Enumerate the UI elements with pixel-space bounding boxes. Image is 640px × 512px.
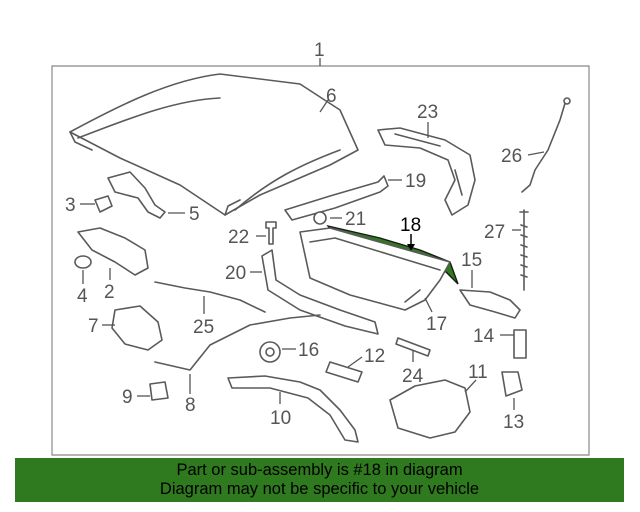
callout-11: 11 xyxy=(468,362,488,383)
part-12-strap[interactable] xyxy=(325,361,363,383)
leader-11 xyxy=(464,379,477,393)
callout-26: 26 xyxy=(501,146,522,167)
part-19-rail[interactable] xyxy=(284,175,389,221)
part-4-grommet[interactable] xyxy=(74,255,92,269)
part-8-cable[interactable] xyxy=(154,314,321,371)
callout-18: 18 xyxy=(400,215,421,236)
arrow-18 xyxy=(407,244,415,251)
callout-14: 14 xyxy=(473,326,495,347)
callout-1: 1 xyxy=(314,40,325,61)
callout-3: 3 xyxy=(65,195,76,216)
callout-16: 16 xyxy=(298,340,319,361)
part-9-clip[interactable] xyxy=(149,381,169,401)
part-11-bracket[interactable] xyxy=(389,379,471,439)
part-7-motor[interactable] xyxy=(111,305,163,351)
callout-20: 20 xyxy=(225,263,246,284)
leader-6 xyxy=(319,99,329,113)
part-20-bracket[interactable] xyxy=(261,249,379,335)
callout-2: 2 xyxy=(104,282,115,303)
callout-6: 6 xyxy=(326,86,337,107)
part-25-cable[interactable] xyxy=(154,281,266,313)
callout-21: 21 xyxy=(345,209,366,230)
part-17-window[interactable] xyxy=(299,227,451,311)
diagram-frame xyxy=(51,65,590,456)
callout-22: 22 xyxy=(228,227,249,248)
part-27-bolt[interactable] xyxy=(519,209,529,291)
banner-line-2: Diagram may not be specific to your vehi… xyxy=(159,480,480,498)
part-5-latch[interactable] xyxy=(107,171,166,219)
callout-4: 4 xyxy=(77,286,88,307)
callout-8: 8 xyxy=(185,395,196,416)
part-23-bracket[interactable] xyxy=(377,127,476,216)
part-22-screw[interactable] xyxy=(265,221,277,245)
part-2-hinge[interactable] xyxy=(77,227,149,276)
part-13-link[interactable] xyxy=(501,371,523,397)
part-15-hinge[interactable] xyxy=(459,289,521,319)
callout-24: 24 xyxy=(402,366,424,387)
callout-9: 9 xyxy=(122,387,133,408)
leader-17 xyxy=(424,297,433,313)
callout-10: 10 xyxy=(270,408,291,429)
callout-27: 27 xyxy=(484,222,505,243)
leader-26 xyxy=(527,151,545,156)
leader-12 xyxy=(347,356,363,368)
part-16-actuator[interactable] xyxy=(259,341,281,363)
callout-13: 13 xyxy=(503,412,524,433)
callout-25: 25 xyxy=(193,317,214,338)
part-3-clip[interactable] xyxy=(94,195,113,213)
part-26-rod[interactable] xyxy=(521,97,571,193)
part-14-link[interactable] xyxy=(513,329,527,359)
part-6-roof-panel[interactable] xyxy=(69,73,359,216)
callout-7: 7 xyxy=(88,316,99,337)
info-banner: Part or sub-assembly is #18 in diagram D… xyxy=(15,458,624,502)
callout-15: 15 xyxy=(461,250,482,271)
callout-17: 17 xyxy=(426,314,447,335)
banner-line-1: Part or sub-assembly is #18 in diagram xyxy=(176,461,463,479)
callout-19: 19 xyxy=(405,171,426,192)
callout-5: 5 xyxy=(189,204,200,225)
callout-23: 23 xyxy=(417,102,438,123)
part-21-bumper[interactable] xyxy=(313,211,327,225)
part-10-arm[interactable] xyxy=(227,375,359,443)
part-24-pin[interactable] xyxy=(395,337,431,357)
callout-12: 12 xyxy=(364,346,385,367)
